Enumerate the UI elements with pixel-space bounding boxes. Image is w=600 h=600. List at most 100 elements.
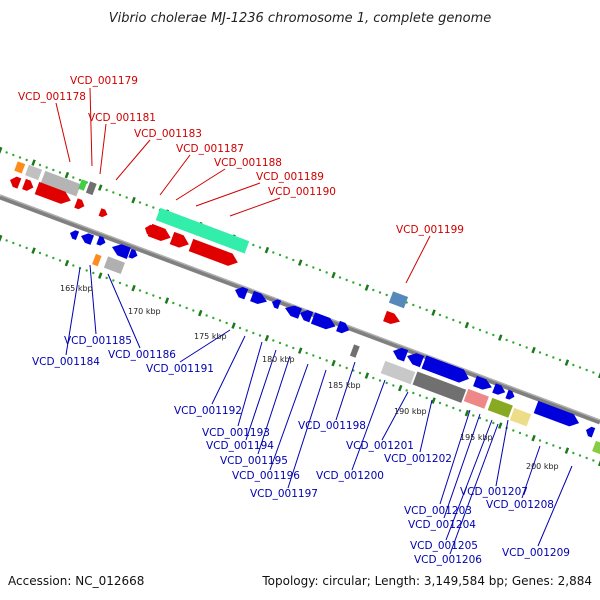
gene-blue-11[interactable] — [310, 312, 338, 332]
leader-line-blue — [495, 419, 509, 487]
gene-blue-19[interactable] — [533, 400, 582, 429]
tick-label-195-kbp: 195 kbp — [460, 433, 493, 442]
gene-label-vcd_001203[interactable]: VCD_001203 — [404, 505, 472, 517]
scale-major-tick — [464, 409, 470, 417]
gene-steelblue[interactable] — [388, 291, 409, 309]
gene-blue-5[interactable] — [128, 248, 139, 260]
gene-gray-small[interactable] — [25, 164, 43, 181]
gene-label-vcd_001191[interactable]: VCD_001191 — [146, 363, 214, 375]
scale-minor-dot — [592, 371, 595, 374]
tick-label-185-kbp: 185 kbp — [328, 381, 361, 390]
gene-label-vcd_001195[interactable]: VCD_001195 — [220, 455, 288, 467]
scale-minor-dot — [105, 276, 108, 280]
gene-red-5-shape — [98, 208, 108, 218]
gene-blue-2[interactable] — [79, 231, 94, 245]
gene-red-2[interactable] — [22, 178, 35, 193]
gene-blue-12[interactable] — [336, 320, 351, 336]
gene-gray-large[interactable] — [40, 170, 81, 197]
gene-label-vcd_001185[interactable]: VCD_001185 — [64, 335, 132, 347]
gene-label-vcd_001198[interactable]: VCD_001198 — [298, 420, 366, 432]
leader-line-blue — [449, 423, 499, 555]
gene-gray-right[interactable] — [380, 360, 416, 385]
gene-gray-bottom[interactable] — [103, 256, 125, 274]
gene-red-5[interactable] — [98, 208, 109, 218]
gene-label-vcd_001205[interactable]: VCD_001205 — [410, 540, 478, 552]
gene-label-vcd_001197[interactable]: VCD_001197 — [250, 488, 318, 500]
scale-minor-dot — [25, 158, 28, 162]
gene-label-vcd_001188[interactable]: VCD_001188 — [214, 157, 282, 169]
gene-blue-14[interactable] — [405, 350, 425, 368]
scale-major-tick — [264, 246, 270, 254]
gene-label-vcd_001189[interactable]: VCD_001189 — [256, 171, 324, 183]
gene-khaki[interactable] — [509, 407, 532, 427]
scale-minor-dot — [58, 171, 62, 174]
gene-blue-13[interactable] — [391, 345, 409, 362]
gene-label-vcd_001187[interactable]: VCD_001187 — [176, 143, 244, 155]
scale-minor-dot — [572, 451, 575, 455]
gene-features[interactable] — [8, 161, 600, 456]
scale-minor-dot — [592, 459, 595, 462]
scale-minor-dot — [12, 241, 15, 245]
gene-blue-3[interactable] — [96, 235, 107, 247]
gene-label-vcd_001209[interactable]: VCD_001209 — [502, 547, 570, 559]
tick-label-165-kbp: 165 kbp — [60, 284, 93, 293]
scale-minor-dot — [172, 301, 175, 305]
gene-blue-6[interactable] — [233, 285, 249, 300]
gene-gray-small-shape — [25, 164, 43, 181]
gene-blue-17[interactable] — [492, 383, 507, 397]
gene-blue-1[interactable] — [68, 229, 80, 241]
gene-red-7-shape — [147, 223, 171, 242]
gene-label-vcd_001181[interactable]: VCD_001181 — [88, 112, 156, 124]
gene-label-vcd_001201[interactable]: VCD_001201 — [346, 440, 414, 452]
gene-label-vcd_001200[interactable]: VCD_001200 — [316, 470, 384, 482]
gene-label-vcd_001204[interactable]: VCD_001204 — [408, 519, 476, 531]
gene-lightgreen[interactable] — [592, 440, 600, 456]
gene-green-small[interactable] — [78, 179, 88, 191]
gene-label-vcd_001184[interactable]: VCD_001184 — [32, 356, 100, 368]
gene-label-vcd_001183[interactable]: VCD_001183 — [134, 128, 202, 140]
gene-blue-7[interactable] — [250, 290, 269, 307]
gene-red-10[interactable] — [383, 310, 402, 327]
gene-cyan-large[interactable] — [155, 207, 250, 254]
leader-line-blue — [107, 273, 141, 349]
gene-red-7[interactable] — [147, 223, 173, 244]
gene-darkgray-small[interactable] — [85, 181, 97, 196]
gene-blue-8[interactable] — [270, 298, 282, 310]
gene-pink[interactable] — [463, 388, 489, 409]
gene-blue-15[interactable] — [421, 355, 472, 385]
gene-blue-10[interactable] — [298, 308, 314, 323]
gene-blue-4[interactable] — [110, 241, 131, 259]
gene-label-vcd_001190[interactable]: VCD_001190 — [268, 186, 336, 198]
gene-blue-20[interactable] — [584, 425, 596, 438]
gene-red-3[interactable] — [34, 181, 73, 207]
gene-label-vcd_001192[interactable]: VCD_001192 — [174, 405, 242, 417]
scale-minor-dot — [72, 264, 75, 267]
gene-red-9[interactable] — [188, 238, 240, 269]
leader-line-red — [89, 87, 93, 167]
gene-label-vcd_001194[interactable]: VCD_001194 — [206, 440, 274, 452]
gene-blue-16[interactable] — [473, 375, 494, 393]
gene-label-vcd_001199[interactable]: VCD_001199 — [396, 224, 464, 236]
gene-label-vcd_001186[interactable]: VCD_001186 — [108, 349, 176, 361]
gene-label-vcd_001208[interactable]: VCD_001208 — [486, 499, 554, 511]
gene-darkgray-large[interactable] — [412, 371, 467, 403]
gene-label-vcd_001196[interactable]: VCD_001196 — [232, 470, 300, 482]
gene-orange-top[interactable] — [14, 161, 26, 174]
gene-red-1[interactable] — [8, 175, 22, 189]
gene-red-8[interactable] — [169, 231, 191, 250]
scale-major-tick — [331, 359, 336, 367]
gene-label-vcd_001202[interactable]: VCD_001202 — [384, 453, 452, 465]
gene-blue-9[interactable] — [283, 303, 302, 319]
gene-darkgray-mid[interactable] — [349, 344, 360, 358]
gene-red-4[interactable] — [74, 198, 86, 211]
leader-line-red — [229, 197, 281, 217]
gene-label-vcd_001178[interactable]: VCD_001178 — [18, 91, 86, 103]
gene-olive[interactable] — [487, 397, 513, 418]
gene-label-vcd_001179[interactable]: VCD_001179 — [70, 75, 138, 87]
gene-labels[interactable]: VCD_001179VCD_001178VCD_001181VCD_001183… — [18, 75, 570, 566]
gene-blue-18[interactable] — [505, 389, 516, 401]
gene-label-vcd_001206[interactable]: VCD_001206 — [414, 554, 482, 566]
gene-orange-bottom[interactable] — [92, 253, 102, 267]
gene-label-vcd_001193[interactable]: VCD_001193 — [202, 427, 270, 439]
gene-label-vcd_001207[interactable]: VCD_001207 — [460, 486, 528, 498]
